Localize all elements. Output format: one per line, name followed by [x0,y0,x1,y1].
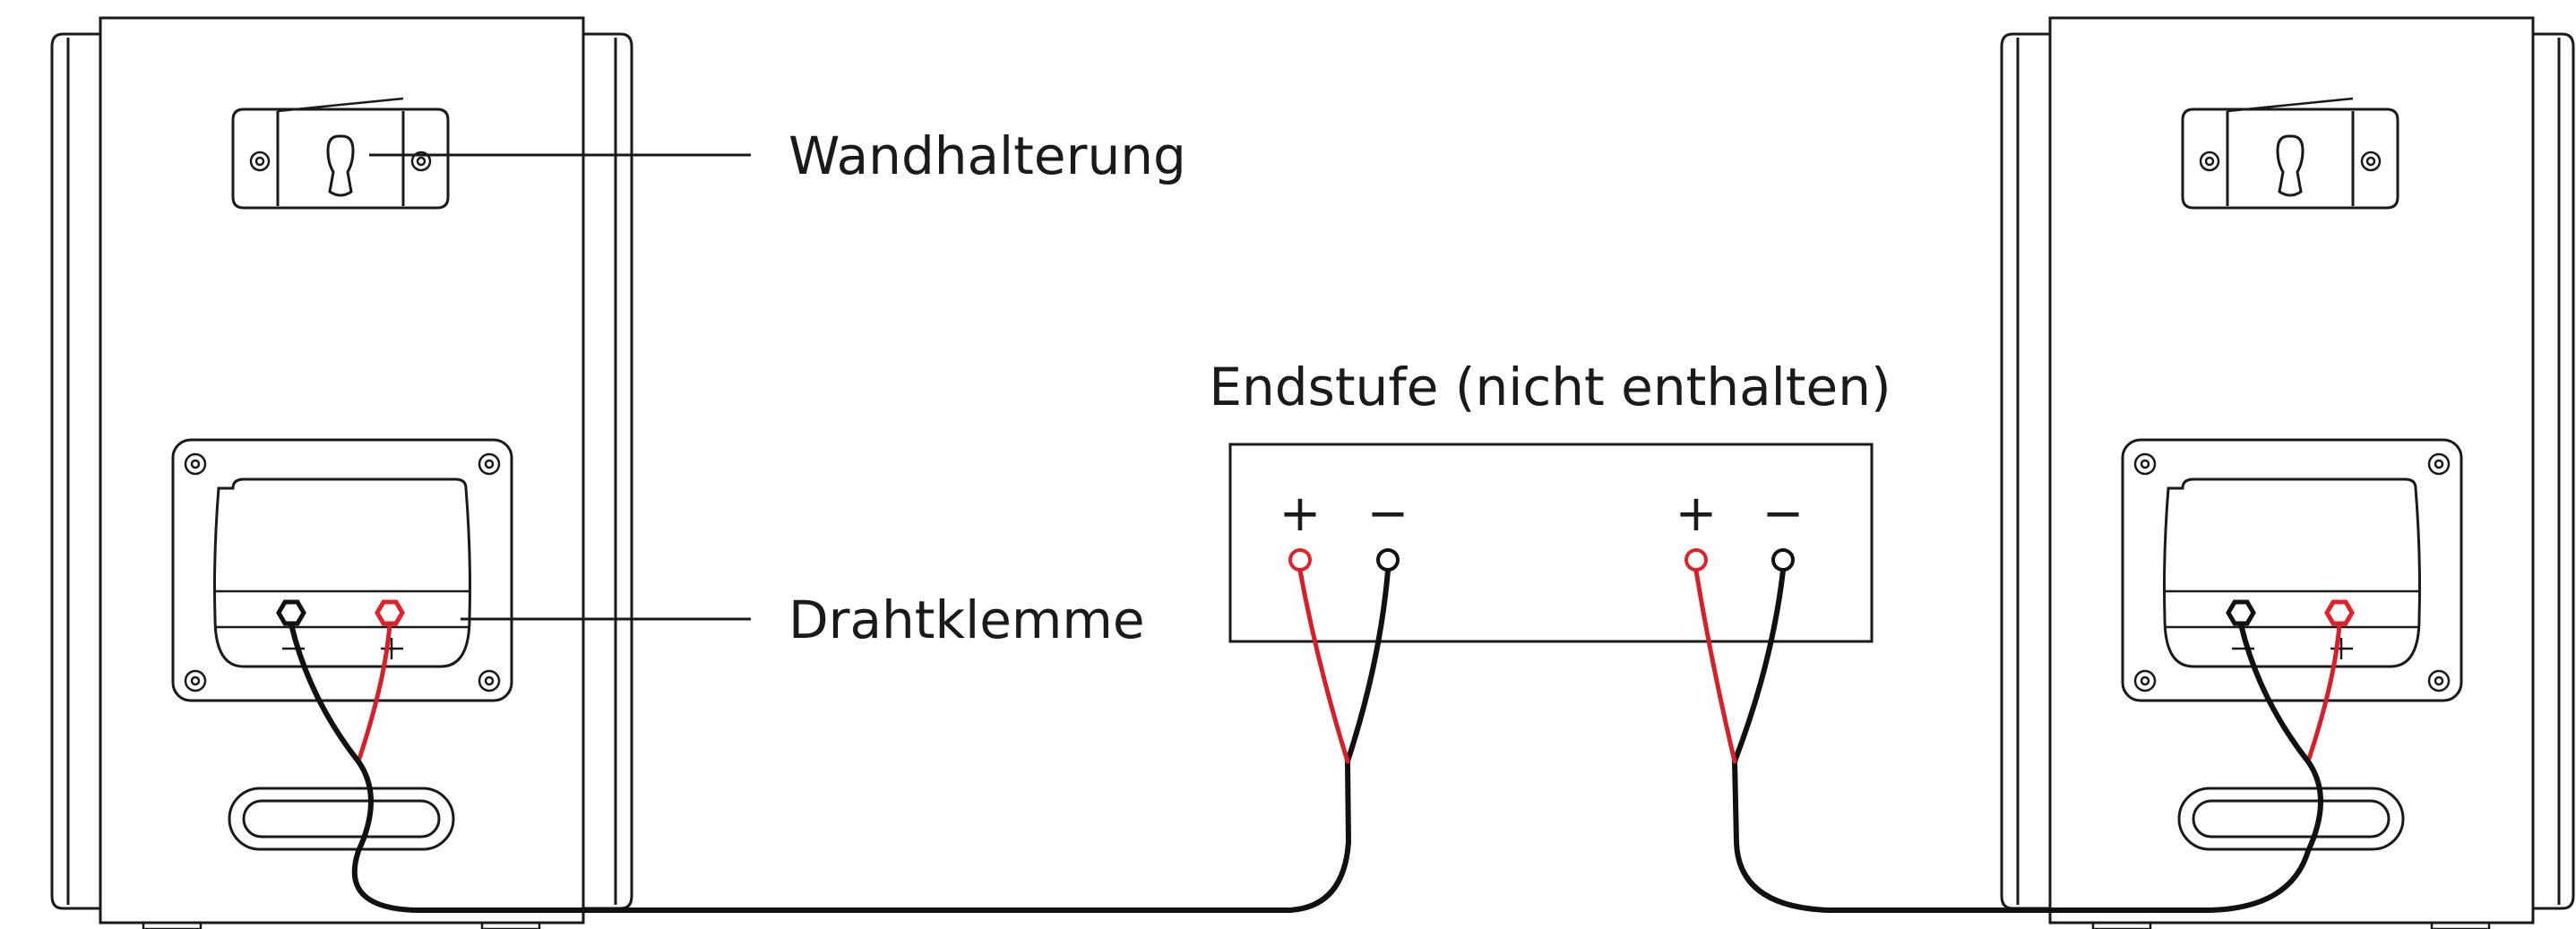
left-speaker-side-panel-left [50,32,100,910]
right-speaker-side-panel-right [2533,32,2575,910]
right-negative-wire-to-amp [1732,568,1786,764]
right-speaker-positive-terminal [2324,599,2355,626]
right-speaker-negative-terminal [2226,599,2256,626]
amp-right-plus-symbol: + [1676,485,1718,543]
right-positive-wire [2305,622,2342,764]
right-wall-mount [2181,97,2399,210]
right-positive-wire-to-amp [1693,568,1737,764]
amp-left-plus-symbol: + [1279,485,1322,543]
right-speaker-foot [2091,921,2152,929]
amp-right-negative-terminal [1771,548,1795,572]
left-speaker-foot [142,921,202,929]
left-cable-black [289,622,1352,913]
left-positive-wire-to-amp [1297,568,1350,764]
left-speaker [50,16,633,929]
amp-left-minus-symbol: − [1367,485,1409,543]
left-speaker-positive-terminal [375,599,405,626]
amp-left-negative-terminal [1376,548,1400,572]
right-speaker-side-panel-left [2000,32,2050,910]
right-cable-black [1732,622,2323,913]
amp-right-positive-terminal [1684,548,1708,572]
left-speaker-negative-terminal [276,599,306,626]
amp-right-minus-symbol: − [1762,485,1805,543]
amplifier: + − + − [1228,443,1874,643]
left-wall-mount [231,97,450,210]
amplifier-label: Endstufe (nicht enthalten) [1209,357,1891,417]
right-speaker-cabinet [2048,16,2535,925]
wire-clamp-label: Drahtklemme [788,589,1145,650]
right-terminal-plate [2121,438,2463,702]
left-negative-wire-to-amp [1345,568,1391,764]
left-speaker-side-panel-right [583,32,633,910]
left-speaker-cabinet [99,16,585,925]
right-speaker [2000,16,2575,929]
left-handle-slot [228,787,455,851]
amp-left-positive-terminal [1288,548,1312,572]
right-handle-slot [2177,787,2405,851]
left-terminal-plate [171,438,513,702]
right-speaker-foot [2430,921,2491,929]
amplifier-box [1228,443,1874,643]
left-speaker-foot [480,921,541,929]
left-positive-wire [356,622,392,764]
wall-mount-label: Wandhalterung [788,125,1186,186]
